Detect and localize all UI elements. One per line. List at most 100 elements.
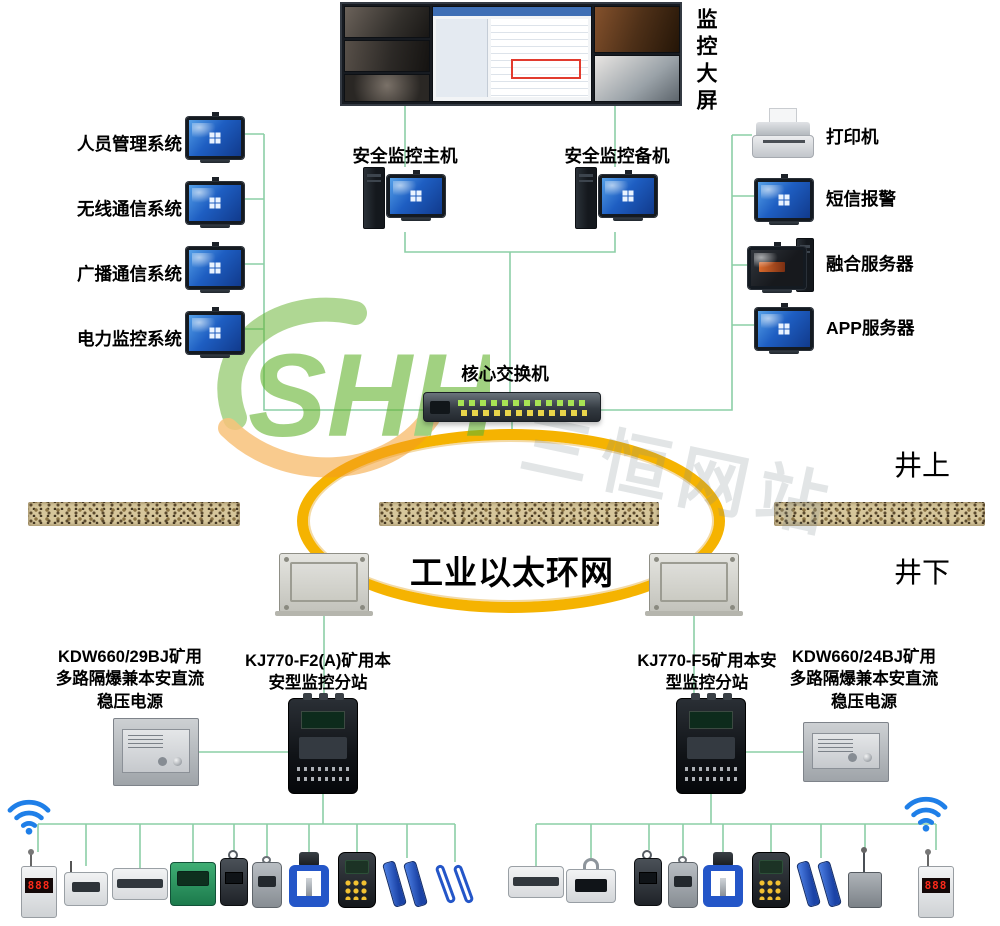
windows-logo-icon: [778, 323, 790, 335]
junction-box-left: [275, 553, 373, 616]
windows-logo-icon: [778, 194, 790, 206]
led-display: 888: [922, 878, 950, 893]
antenna-sensor: [846, 847, 884, 910]
clamp-frame: [703, 865, 743, 907]
substation-left-device: [288, 693, 358, 794]
label-personnel-system: 人员管理系统: [77, 134, 182, 154]
gas-analyzer-sensor: [170, 862, 216, 906]
cable-hooks: [434, 862, 476, 908]
cable-clamps: [381, 858, 430, 910]
antenna-icon: [861, 847, 867, 874]
junction-box-bolts: [284, 557, 289, 562]
switch-status-panel: [430, 401, 450, 414]
clamp-screw: [720, 878, 726, 896]
sensor-screen: [575, 879, 607, 892]
fusion-server-icon: [748, 236, 816, 296]
cable-clamps: [795, 858, 844, 910]
windows-logo-icon: [209, 327, 221, 339]
keypad: [759, 880, 783, 900]
main-host-monitor: [387, 170, 445, 221]
wireless-telemeter-sensor: 888: [21, 849, 57, 918]
sensor-body: [566, 869, 616, 903]
power-supply-panel: [122, 729, 190, 773]
dust-sensor: [668, 856, 698, 908]
keypad: [345, 880, 369, 900]
switch-ports: [458, 400, 590, 416]
printer-top: [756, 122, 810, 138]
monitor-screen: [599, 175, 657, 217]
wifi-icon-right: [904, 796, 948, 832]
telemeter-body: 888: [21, 866, 57, 918]
windows-logo-icon: [209, 262, 221, 274]
clamp-screw: [306, 878, 312, 896]
camera-feed-panel: [344, 74, 430, 102]
wifi-icon-left: [7, 799, 51, 835]
sensor-screen: [639, 872, 657, 884]
substation-screen: [689, 711, 733, 729]
label-video-wall: 监控大屏: [694, 8, 717, 116]
substation-nameplate: [687, 737, 735, 759]
sensor-screen: [674, 876, 692, 887]
handheld-detector: [752, 852, 790, 908]
antenna-icon: [925, 849, 931, 868]
label-power-supply-left: KDW660/29BJ矿用多路隔爆兼本安直流稳压电源: [55, 648, 205, 711]
monitor-screen: [186, 247, 244, 289]
software-sidebar: [436, 19, 488, 97]
sensor-screen: [225, 872, 243, 884]
wireless-comm-monitor: [186, 177, 244, 228]
sensor-screen: [759, 860, 783, 874]
sensor-screen: [258, 876, 276, 887]
card-reader-sensor: [508, 866, 564, 898]
software-table: [491, 19, 588, 97]
label-backup-host: 安全监控备机: [564, 146, 670, 166]
backup-host-tower: [575, 167, 597, 229]
power-supply-left-device: [113, 718, 199, 786]
label-core-switch: 核心交换机: [461, 364, 549, 384]
power-monitoring-monitor: [186, 307, 244, 358]
hanging-display-sensor: [566, 858, 616, 904]
label-power-monitoring-system: 电力监控系统: [77, 329, 182, 349]
roof-pressure-sensor: [286, 852, 332, 910]
wireless-sensor: [64, 861, 108, 906]
label-substation-left: KJ770-F2(A)矿用本安型监控分站: [245, 652, 391, 693]
power-supply-panel: [812, 733, 880, 769]
telemeter-body: 888: [918, 866, 954, 918]
methane-sensor: [634, 850, 662, 906]
sensor-head: [713, 852, 733, 867]
sensor-screen: [177, 871, 209, 886]
monitoring-software-panel: [432, 6, 592, 102]
camera-feed-panel: [594, 55, 680, 102]
main-host-tower: [363, 167, 385, 229]
label-ethernet-ring: 工业以太环网: [410, 554, 614, 591]
monitor-screen: [186, 182, 244, 224]
methane-sensor: [220, 850, 248, 906]
substation-right-device: [676, 693, 746, 794]
sensor-screen: [513, 877, 559, 886]
hanging-hook: [583, 858, 599, 871]
handheld-detector: [338, 852, 376, 908]
monitor-screen: [755, 179, 813, 221]
label-app-server: APP服务器: [826, 318, 915, 338]
substation-screen: [301, 711, 345, 729]
app-server-monitor: [755, 303, 813, 354]
monitor-screen: [186, 117, 244, 159]
software-titlebar: [433, 7, 591, 16]
junction-box-bolts: [654, 557, 659, 562]
label-printer: 打印机: [826, 127, 879, 147]
led-display: 888: [25, 878, 53, 893]
substation-terminals: [685, 767, 737, 785]
sensor-screen: [117, 879, 163, 888]
junction-box-right: [645, 553, 743, 616]
clamp-frame: [289, 865, 329, 907]
broadcast-comm-monitor: [186, 242, 244, 293]
printer-body: [752, 135, 814, 158]
rock-strata-middle: [379, 502, 659, 526]
label-broadcast-comm-system: 广播通信系统: [77, 264, 182, 284]
clamp: [402, 860, 429, 908]
sensor-body: [848, 872, 882, 908]
label-power-supply-right: KDW660/24BJ矿用多路隔爆兼本安直流稳压电源: [789, 648, 939, 711]
wire-paths: [37, 106, 937, 868]
monitor-screen: [186, 312, 244, 354]
substation-nameplate: [299, 737, 347, 759]
